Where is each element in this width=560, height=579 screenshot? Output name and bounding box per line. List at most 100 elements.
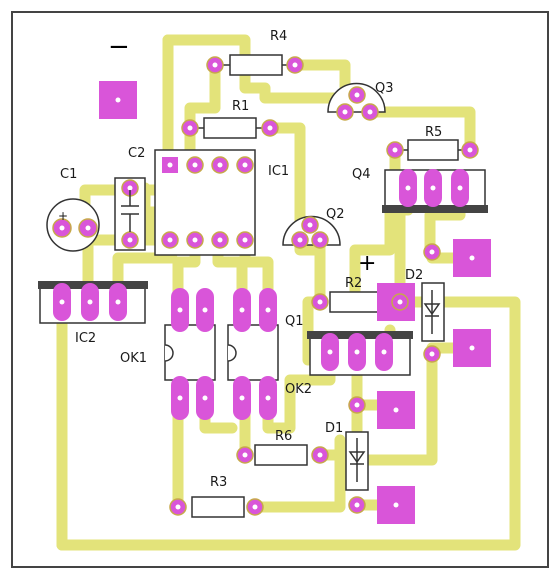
d1-diode-symbol: [348, 438, 366, 482]
label-c1: C1: [60, 167, 77, 182]
oval-pad: [321, 333, 339, 371]
square-pad: [99, 81, 137, 119]
ok1-notch: [164, 344, 174, 362]
pads: [52, 56, 491, 524]
r2-body: [329, 291, 381, 313]
minus-sign: −: [108, 32, 130, 62]
plus-sign: +: [358, 251, 376, 276]
trace: [264, 122, 306, 231]
r6-body: [254, 444, 308, 466]
label-r6: R6: [275, 429, 292, 444]
round-pad: [236, 231, 254, 249]
round-pad: [121, 231, 139, 249]
oval-pad: [399, 169, 417, 207]
square-pad: [453, 329, 491, 367]
round-pad: [336, 103, 354, 121]
r3-body: [191, 496, 245, 518]
round-pad: [186, 156, 204, 174]
round-pad: [311, 446, 329, 464]
round-pad: [361, 103, 379, 121]
round-pad: [52, 218, 72, 238]
round-pad: [348, 396, 366, 414]
oval-pad: [171, 288, 189, 332]
label-ic1: IC1: [268, 164, 289, 179]
round-pad: [348, 86, 366, 104]
round-pad: [423, 345, 441, 363]
label-q1: Q1: [285, 314, 304, 329]
round-pad: [206, 56, 224, 74]
ok2-notch: [227, 344, 237, 362]
round-pad: [78, 218, 98, 238]
label-q3: Q3: [375, 81, 394, 96]
square-pad: [377, 391, 415, 429]
label-ok2: OK2: [285, 382, 312, 397]
oval-pad: [348, 333, 366, 371]
trace: [354, 342, 438, 466]
oval-pad: [196, 288, 214, 332]
label-ok1: OK1: [120, 351, 147, 366]
round-pad: [261, 119, 279, 137]
oval-pad: [81, 283, 99, 321]
round-pad: [186, 231, 204, 249]
trace: [262, 354, 336, 434]
round-pad: [311, 231, 329, 249]
round-pad: [286, 56, 304, 74]
round-pad: [386, 141, 404, 159]
round-pad: [291, 231, 309, 249]
c1-body: [46, 198, 100, 252]
oval-pad: [53, 283, 71, 321]
round-pad: [301, 216, 319, 234]
round-pad: [236, 156, 254, 174]
square-pad: [162, 157, 178, 173]
round-pad: [181, 119, 199, 137]
oval-pad: [233, 288, 251, 332]
trace: [289, 59, 351, 94]
trace: [184, 59, 221, 134]
oval-pad: [259, 288, 277, 332]
trace: [364, 106, 476, 156]
q4-heatsink: [382, 205, 488, 213]
label-r1: R1: [232, 99, 249, 114]
d2-diode-symbol: [423, 290, 441, 334]
round-pad: [169, 498, 187, 516]
oval-pad: [196, 376, 214, 420]
trace: [249, 434, 346, 513]
oval-pad: [109, 283, 127, 321]
oval-pad: [171, 376, 189, 420]
round-pad: [211, 231, 229, 249]
round-pad: [311, 293, 329, 311]
c1-polarity-plus: +: [58, 209, 68, 223]
round-pad: [391, 293, 409, 311]
round-pad: [161, 231, 179, 249]
oval-pad: [375, 333, 393, 371]
label-d2: D2: [405, 268, 423, 283]
round-pad: [348, 496, 366, 514]
label-c2: C2: [128, 146, 145, 161]
square-pad: [377, 486, 415, 524]
r4-body: [229, 54, 283, 76]
label-d1: D1: [325, 421, 343, 436]
label-ic2: IC2: [75, 331, 96, 346]
oval-pad: [259, 376, 277, 420]
oval-pad: [451, 169, 469, 207]
label-q2: Q2: [326, 207, 345, 222]
r5-body: [407, 139, 459, 161]
trace: [56, 296, 521, 551]
round-pad: [236, 446, 254, 464]
label-r4: R4: [270, 29, 287, 44]
label-q4: Q4: [352, 167, 371, 182]
round-pad: [461, 141, 479, 159]
label-r5: R5: [425, 125, 442, 140]
oval-pad: [424, 169, 442, 207]
r1-body: [203, 117, 257, 139]
label-r3: R3: [210, 475, 227, 490]
round-pad: [211, 156, 229, 174]
labels: R4 R1 Q3 C2 IC1 R5 C1 Q4 Q2 R2 D2 IC2 Q1…: [58, 29, 442, 490]
round-pad: [121, 179, 139, 197]
round-pad: [423, 243, 441, 261]
square-pad: [453, 239, 491, 277]
round-pad: [246, 498, 264, 516]
oval-pad: [233, 376, 251, 420]
c2-capacitor-symbol: [121, 190, 139, 232]
